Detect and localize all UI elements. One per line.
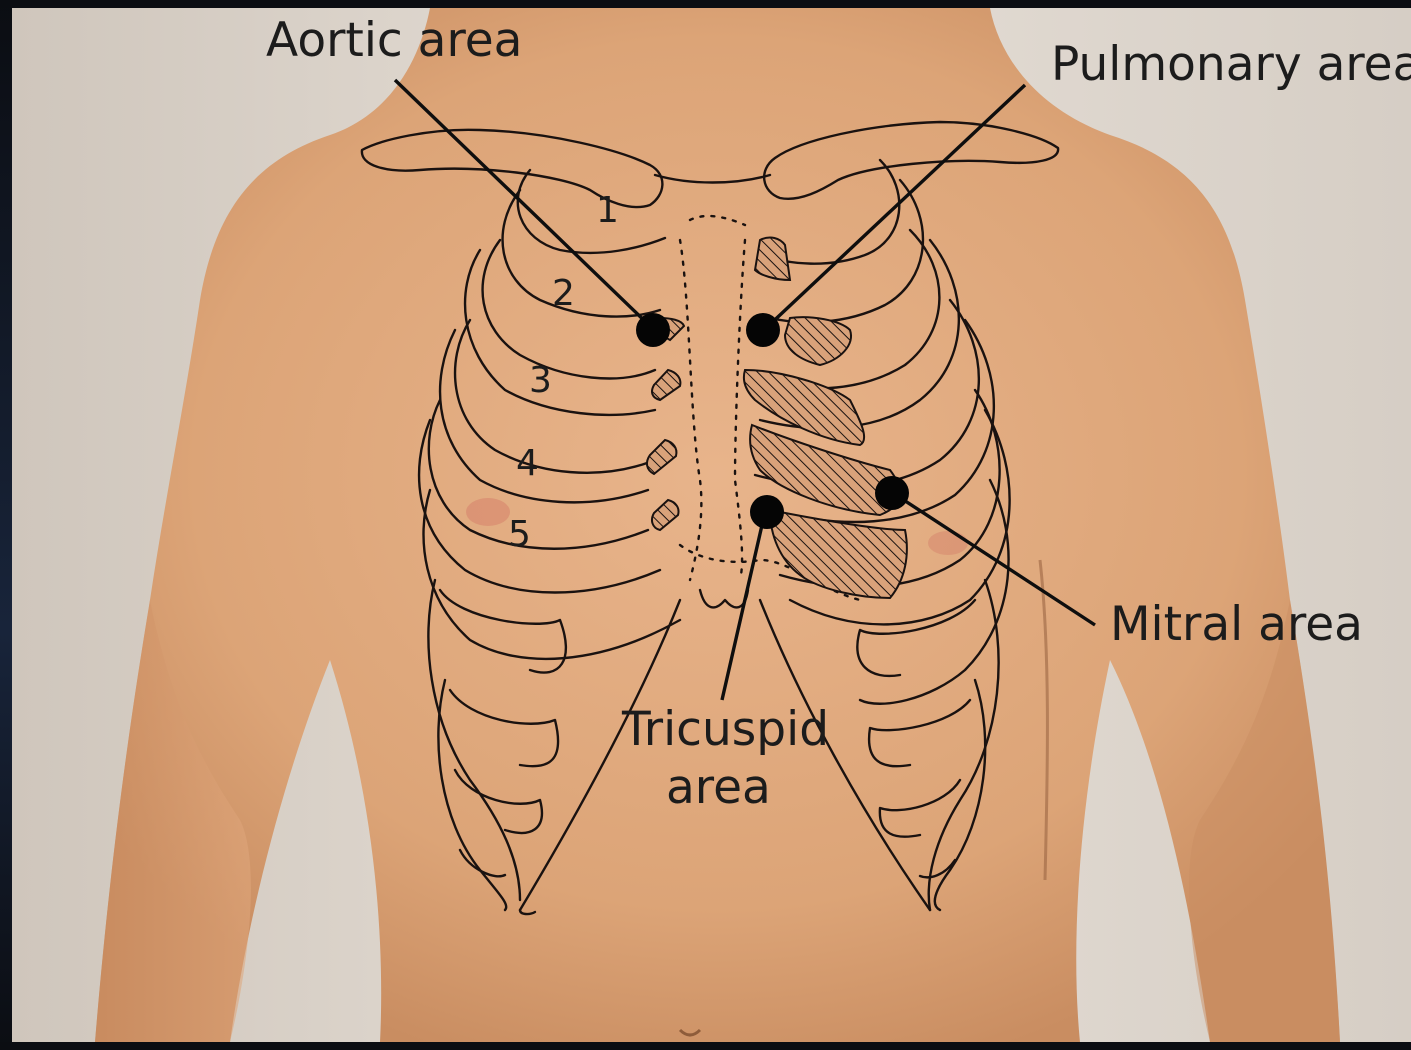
tricuspid-area-label-line2: area (666, 760, 771, 815)
intercostal-number-4: 4 (516, 443, 539, 484)
chest-photo: 1 2 3 4 5 Aortic area Pulmonary area Mit… (12, 8, 1411, 1042)
intercostal-number-3: 3 (529, 360, 552, 401)
mitral-area-marker (875, 476, 909, 510)
pulmonary-area-marker (746, 313, 780, 347)
intercostal-number-5: 5 (508, 514, 531, 555)
intercostal-number-1: 1 (596, 190, 619, 231)
tricuspid-area-label-line1: Tricuspid (621, 702, 829, 757)
bottom-frame-border (0, 1042, 1411, 1050)
left-frame-border (0, 0, 12, 1050)
nipple (928, 531, 968, 555)
nipple (466, 498, 510, 526)
pulmonary-area-label: Pulmonary area (1051, 37, 1411, 92)
aortic-area-marker (636, 313, 670, 347)
intercostal-number-2: 2 (552, 273, 575, 314)
tricuspid-area-marker (750, 495, 784, 529)
mitral-area-label: Mitral area (1110, 597, 1363, 652)
aortic-area-label: Aortic area (266, 13, 522, 68)
